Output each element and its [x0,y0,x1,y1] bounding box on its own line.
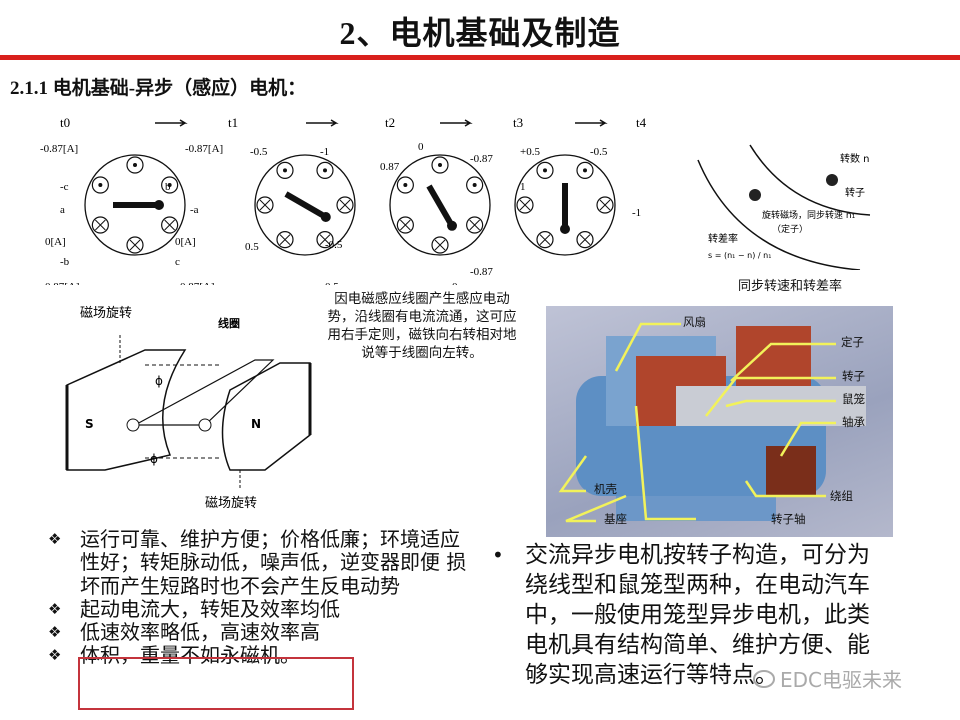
phase-frame: -0.87[A] -0.87[A] -c b a -a 0[A] 0[A] -b c 0.87[A]… [40,143,223,285]
slip-caption: 同步转速和转差率 [737,279,842,294]
rotating-field-phase-diagram: t0 t1 t2 t3 t4 -0.87[A] -0.87[A] -c b a -a 0[A] 0[A]… [40,115,647,285]
photo-label-rotor-shaft: 转子轴 [771,512,806,526]
list-item: ❖体积，重量不如永磁机。 [48,643,300,668]
time-arrow [155,119,188,127]
list-item: ❖起动电流大，转矩及效率均低 [48,596,340,621]
phase-frame: 0-0.870.87-0.870.870 [380,141,493,285]
current-label: 1 [520,181,526,193]
advantages-list: ❖运行可靠、维护方便；价格低廉；环境适应性好；转矩脉动低，噪声低，逆变器即便 损… [48,527,468,668]
current-label: -0.87 [470,266,493,278]
phase-frame: +0.5-0.51-1+0.5-0.5 [514,146,641,256]
runner-figure-icon [749,189,761,201]
magnet-coil-diagram: 磁场旋转 线圈 磁场旋转 S N ϕ ϕ [65,306,312,510]
current-label: +0.5 [520,146,540,158]
current-label: 0.5 [245,241,259,253]
diamond-dots-icon: ❖ [48,599,62,618]
slip-label: 旋转磁场，同步转速 n₁ [762,209,856,221]
time-arrow [306,119,339,127]
photo-label-rotor: 转子 [842,369,865,383]
field-direction-arrow [284,191,324,218]
current-label: -0.87[A] [185,143,223,155]
current-label: -0.87[A] [40,143,78,155]
time-arrow [440,119,473,127]
current-label: -c [60,181,69,193]
pole-n: N [251,417,261,431]
slip-label: 转差率 [708,232,738,245]
current-label: 0[A] [175,236,196,248]
photo-label-squirrel-cage: 鼠笼 [842,392,865,406]
motor-cutaway-photo: 风扇 定子 转子 鼠笼 轴承 机壳 绕组 基座 转子轴 [546,306,893,537]
time-label: t4 [636,115,647,130]
list-item: ❖运行可靠、维护方便；价格低廉；环境适应性好；转矩脉动低，噪声低，逆变器即便 损… [48,527,467,598]
slip-diagram: 转数 n 转子 旋转磁场，同步转速 n₁ （定子） 转差率 s = (n₁ − … [697,144,871,270]
time-arrow [575,119,608,127]
slip-label: （定子） [772,223,808,235]
list-item: ❖低速效率略低，高速效率高 [48,620,320,645]
field-rotation-label: 磁场旋转 [205,496,257,510]
phase-frame: -0.5-10.5-0.5+10.5 [245,146,356,285]
current-label: -0.5 [250,146,268,158]
highlight-box [78,657,354,710]
diamond-dots-icon: ❖ [48,623,62,642]
rotor-type-bullet: • 交流异步电机按转子构造，可分为绕线型和鼠笼型两种，在电动汽车中，一般使用笼型… [492,542,870,688]
section-heading: 2.1.1 电机基础-异步（感应）电机： [10,78,307,99]
flux-label: ϕ [150,452,158,466]
current-label: -0.5 [590,146,608,158]
runner-figure-icon [826,174,838,186]
current-label: -a [190,204,199,216]
slip-label: 转数 n [840,152,870,165]
photo-label-base: 基座 [604,512,627,526]
field-rotation-label: 磁场旋转 [80,306,132,321]
watermark: EDC电驱未来 [752,664,902,693]
photo-label-winding: 绕组 [830,489,853,503]
current-label: -1 [632,207,641,219]
time-label: t2 [385,115,395,130]
time-label: t1 [228,115,238,130]
current-label: 0.87[A] [45,281,80,285]
current-label: 0 [452,281,458,285]
coil-label: 线圈 [218,316,240,330]
photo-label-bearing: 轴承 [842,415,865,429]
time-label: t3 [513,115,523,130]
pole-s: S [85,417,94,431]
slip-formula: s = (n₁ − n) / n₁ [708,251,771,260]
current-label: 0.87[A] [180,281,215,285]
diamond-dots-icon: ❖ [48,646,62,665]
current-label: a [60,204,65,216]
current-label: -1 [320,146,329,158]
current-label: 0.5 [325,281,339,285]
photo-label-fan: 风扇 [683,315,706,329]
photo-label-housing: 机壳 [594,482,617,496]
time-label: t0 [60,115,70,130]
current-label: c [175,256,180,268]
current-label: -b [60,256,70,268]
current-label: -0.87 [470,153,493,165]
title-divider [0,55,960,60]
slip-label: 转子 [845,186,865,199]
current-label: -0.5 [325,239,343,251]
current-label: 0[A] [45,236,66,248]
diamond-dots-icon: ❖ [48,530,62,548]
field-direction-arrow [426,184,453,224]
bullet-dot-icon: • [492,543,504,567]
slide-title: 2、电机基础及制造 [339,15,621,51]
wechat-icon [753,669,775,688]
photo-label-stator: 定子 [841,335,864,349]
induction-note: 因电磁感应线圈产生感应电动势，沿线圈有电流流通，这可应用右手定则，磁铁向右转相对… [327,291,517,361]
flux-label: ϕ [155,374,163,388]
current-label: b [165,181,171,193]
current-label: 0 [418,141,424,153]
current-label: 0.87 [380,161,400,173]
